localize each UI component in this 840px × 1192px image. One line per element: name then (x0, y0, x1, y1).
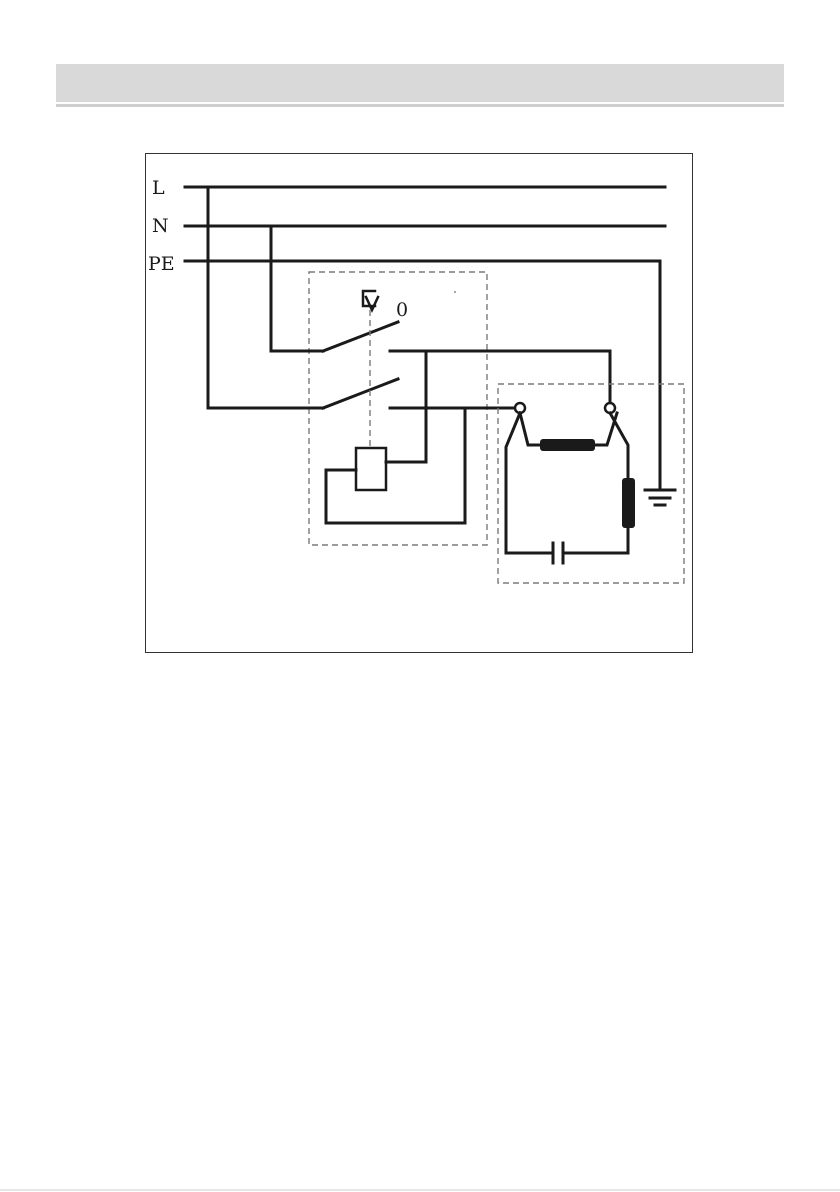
label-neutral: N (152, 215, 169, 237)
capacitor-icon (550, 543, 566, 563)
earth-ground-icon (645, 490, 675, 505)
switch-actuator-icon (363, 291, 378, 310)
switch-pole-neutral (323, 322, 398, 351)
switch-off-label: 0 (396, 299, 408, 321)
relay-return-wire (326, 408, 465, 523)
motor-wire-winding-left (520, 413, 540, 445)
label-line: L (152, 177, 165, 199)
motor-wire-aux-bottom (566, 528, 628, 553)
label-earth: PE (148, 253, 175, 275)
main-winding (540, 439, 595, 451)
auxiliary-winding (622, 478, 635, 528)
switch-pole-line (323, 379, 398, 408)
neutral-branch (271, 226, 323, 351)
relay-coil (356, 448, 386, 490)
motor-wire-left (506, 413, 550, 553)
page-bottom-rule (0, 1189, 840, 1191)
line-branch (208, 187, 323, 408)
earth-conductor (185, 261, 660, 490)
output-neutral-wire (390, 351, 610, 408)
print-speck (454, 291, 456, 293)
